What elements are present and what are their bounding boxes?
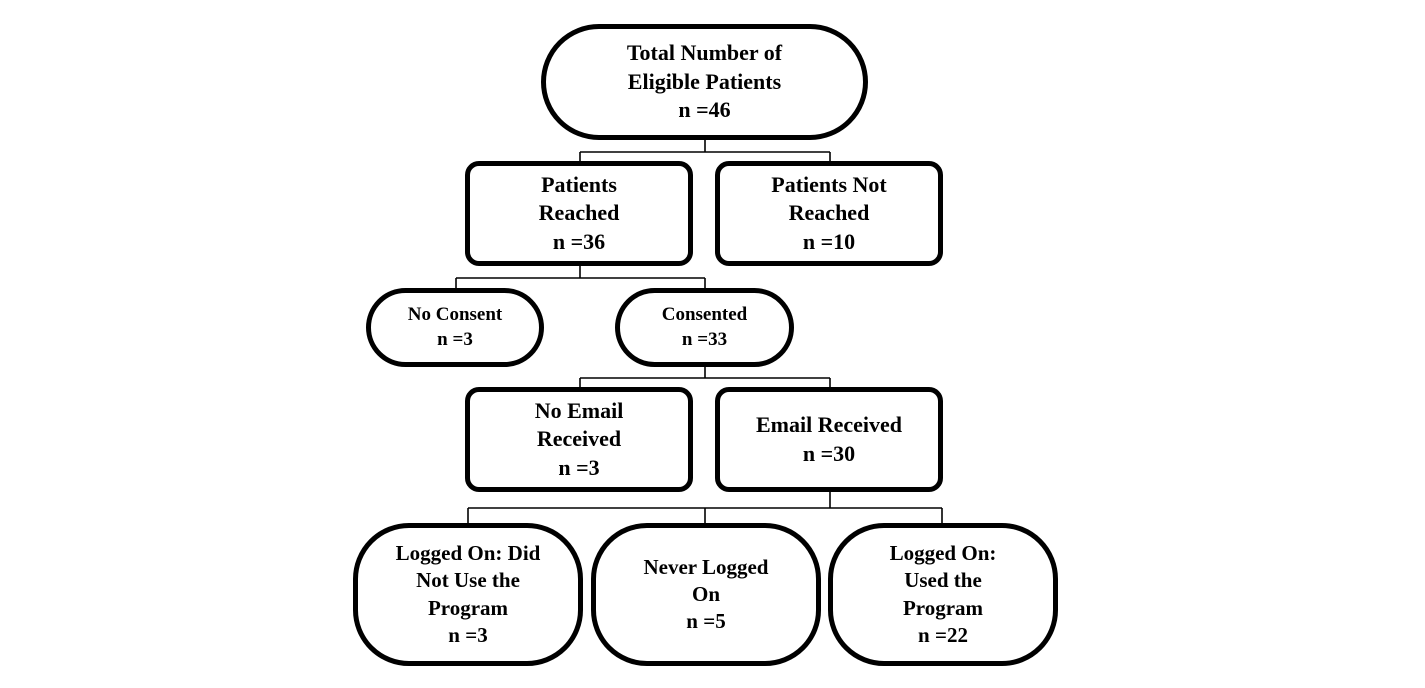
node-label: Consented: [661, 303, 748, 325]
node-label: Logged On: Used the Program: [889, 540, 997, 620]
node-label: Patients Reached: [538, 171, 620, 226]
node-count: n =46: [678, 97, 731, 123]
node-consented: Consented n =33: [615, 288, 794, 367]
node-never-logged-on: Never Logged On n =5: [591, 523, 821, 666]
node-logged-on-used-program: Logged On: Used the Program n =22: [828, 523, 1058, 666]
node-no-email-received: No Email Received n =3: [465, 387, 693, 492]
node-count: n =22: [918, 622, 968, 647]
node-no-consent: No Consent n =3: [366, 288, 544, 367]
node-total-eligible: Total Number of Eligible Patients n =46: [541, 24, 868, 140]
node-label: No Email Received: [534, 397, 624, 452]
node-count: n =3: [558, 454, 600, 480]
node-label: Never Logged On: [643, 554, 769, 606]
node-logged-on-did-not-use: Logged On: Did Not Use the Program n =3: [353, 523, 583, 666]
node-email-received: Email Received n =30: [715, 387, 943, 492]
node-count: n =36: [552, 228, 606, 254]
node-patients-reached: Patients Reached n =36: [465, 161, 693, 266]
node-count: n =33: [681, 328, 728, 350]
node-label: No Consent: [407, 303, 503, 325]
node-count: n =10: [802, 228, 856, 254]
node-label: Logged On: Did Not Use the Program: [395, 540, 541, 620]
node-count: n =3: [448, 622, 488, 647]
node-count: n =30: [802, 440, 856, 466]
node-label: Patients Not Reached: [771, 171, 887, 226]
node-label: Email Received: [755, 411, 903, 437]
node-label: Total Number of Eligible Patients: [626, 40, 783, 94]
node-count: n =3: [437, 328, 473, 350]
node-count: n =5: [686, 609, 726, 634]
node-patients-not-reached: Patients Not Reached n =10: [715, 161, 943, 266]
